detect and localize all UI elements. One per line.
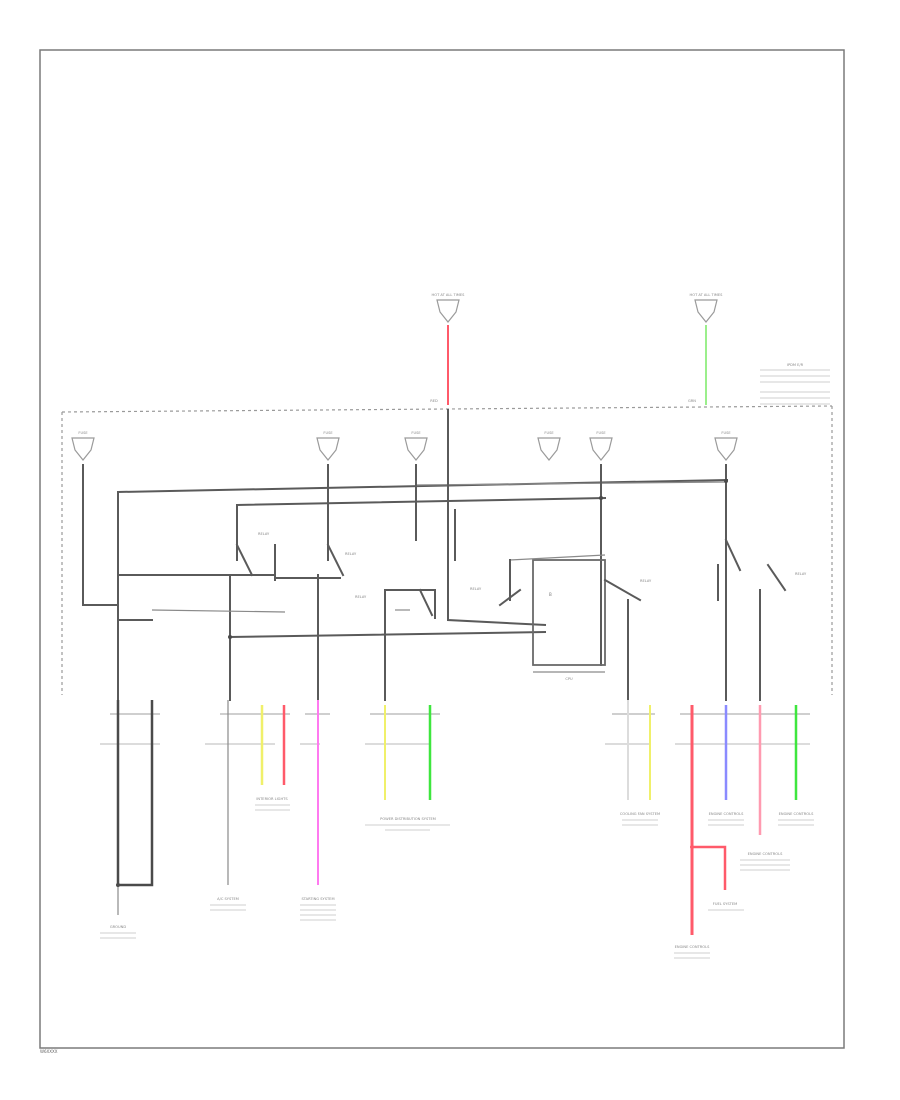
svg-text:ENGINE CONTROLS: ENGINE CONTROLS bbox=[709, 812, 744, 816]
bottom-wires bbox=[116, 700, 798, 935]
svg-text:CPU: CPU bbox=[565, 677, 573, 681]
diagram-frame bbox=[39, 49, 845, 1049]
svg-text:B: B bbox=[549, 592, 552, 597]
svg-text:COOLING FAN SYSTEM: COOLING FAN SYSTEM bbox=[620, 812, 660, 816]
svg-text:STARTING SYSTEM: STARTING SYSTEM bbox=[301, 897, 334, 901]
svg-text:FUSE: FUSE bbox=[721, 431, 731, 435]
svg-text:GRN: GRN bbox=[688, 399, 696, 403]
svg-text:RELAY: RELAY bbox=[640, 579, 652, 583]
svg-text:FUSE: FUSE bbox=[323, 431, 333, 435]
svg-text:ENGINE CONTROLS: ENGINE CONTROLS bbox=[779, 812, 814, 816]
svg-text:RELAY: RELAY bbox=[470, 587, 482, 591]
dest-cooling: COOLING FAN SYSTEM bbox=[620, 812, 660, 826]
upper-connector-3: FUSE bbox=[404, 431, 428, 461]
upper-connector-5: FUSE bbox=[589, 431, 613, 461]
svg-text:FUSE: FUSE bbox=[544, 431, 554, 435]
svg-text:HOT AT ALL TIMES: HOT AT ALL TIMES bbox=[432, 293, 466, 297]
source-symbol-right bbox=[694, 299, 718, 323]
dest-engine-2: ENGINE CONTROLS bbox=[778, 812, 814, 826]
svg-text:RELAY: RELAY bbox=[258, 532, 270, 536]
svg-text:RELAY: RELAY bbox=[345, 552, 357, 556]
splice-dots bbox=[116, 479, 728, 887]
internal-wiring: B CPU bbox=[82, 409, 787, 701]
upper-connector-4: FUSE bbox=[537, 431, 561, 461]
svg-text:INTERIOR LIGHTS: INTERIOR LIGHTS bbox=[256, 797, 288, 801]
dest-engine-3: ENGINE CONTROLS bbox=[740, 852, 790, 871]
upper-connectors: FUSE FUSE FUSE FUSE FUSE FUSE bbox=[71, 431, 738, 461]
dest-ground: GROUND bbox=[100, 925, 136, 939]
dest-power-dist: POWER DISTRIBUTION SYSTEM bbox=[365, 817, 450, 831]
relay-labels: RELAY RELAY RELAY RELAY RELAY RELAY bbox=[258, 532, 807, 599]
dest-engine-4: ENGINE CONTROLS bbox=[674, 945, 710, 959]
svg-text:RED: RED bbox=[430, 399, 438, 403]
svg-text:FUSE: FUSE bbox=[596, 431, 606, 435]
source-symbol-left bbox=[436, 299, 460, 323]
control-unit-box bbox=[532, 559, 606, 666]
svg-text:A/C SYSTEM: A/C SYSTEM bbox=[217, 897, 239, 901]
svg-text:IPDM E/R: IPDM E/R bbox=[787, 363, 804, 367]
svg-text:RELAY: RELAY bbox=[355, 595, 367, 599]
dest-starting: STARTING SYSTEM bbox=[300, 897, 336, 921]
svg-text:FUSE: FUSE bbox=[78, 431, 88, 435]
dest-engine-1: ENGINE CONTROLS bbox=[708, 812, 744, 826]
top-source-right: HOT AT ALL TIMES GRN bbox=[688, 293, 723, 405]
ipdm-header-note: IPDM E/R bbox=[760, 363, 830, 405]
dest-fuel: FUEL SYSTEM bbox=[708, 902, 744, 911]
dest-ac: A/C SYSTEM bbox=[210, 897, 246, 911]
svg-text:GROUND: GROUND bbox=[110, 925, 126, 929]
wire-red-branch bbox=[692, 845, 727, 890]
svg-text:HOT AT ALL TIMES: HOT AT ALL TIMES bbox=[690, 293, 724, 297]
bottom-connector-row bbox=[100, 713, 810, 745]
upper-connector-1: FUSE bbox=[71, 431, 95, 461]
top-source-left: HOT AT ALL TIMES RED bbox=[430, 293, 465, 405]
svg-text:FUEL SYSTEM: FUEL SYSTEM bbox=[713, 902, 737, 906]
upper-connector-2: FUSE bbox=[316, 431, 340, 461]
bottom-destinations: GROUND A/C SYSTEM INTERIOR LIGHTS STARTI… bbox=[100, 797, 814, 959]
svg-text:POWER DISTRIBUTION SYSTEM: POWER DISTRIBUTION SYSTEM bbox=[380, 817, 436, 821]
svg-text:ENGINE CONTROLS: ENGINE CONTROLS bbox=[748, 852, 783, 856]
svg-text:FUSE: FUSE bbox=[411, 431, 421, 435]
dest-interior: INTERIOR LIGHTS bbox=[255, 797, 290, 811]
svg-text:RELAY: RELAY bbox=[795, 572, 807, 576]
svg-text:ENGINE CONTROLS: ENGINE CONTROLS bbox=[675, 945, 710, 949]
page-id: W6XXXX bbox=[40, 1049, 58, 1054]
upper-connector-6: FUSE bbox=[714, 431, 738, 461]
